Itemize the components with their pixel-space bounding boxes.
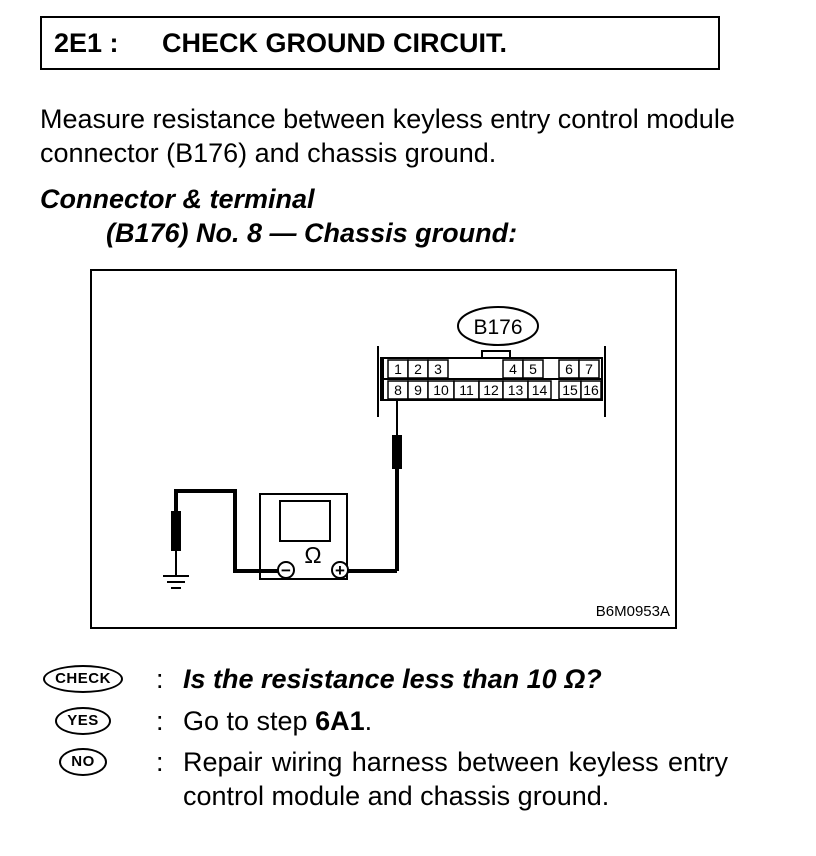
check-colon: :	[156, 664, 164, 694]
terminal-10: 10	[433, 382, 449, 398]
no-text: Repair wiring harness between keyless en…	[183, 747, 728, 811]
terminal-15: 15	[562, 382, 578, 398]
terminal-3: 3	[434, 361, 442, 377]
plus-terminal	[331, 561, 349, 579]
plus-symbol: +	[335, 561, 345, 580]
terminal-16-cell	[580, 380, 602, 400]
yes-text-suffix: .	[364, 706, 373, 736]
yes-badge: YES	[38, 705, 128, 737]
terminal-7: 7	[585, 361, 593, 377]
instruction-text: Measure resistance between keyless entry…	[40, 104, 735, 168]
step-header: 2E1 : CHECK GROUND CIRCUIT.	[40, 16, 720, 70]
step-title: CHECK GROUND CIRCUIT.	[162, 28, 508, 58]
yes-text: Go to step 6A1.	[183, 704, 728, 738]
ohmmeter: Ω − +	[259, 493, 349, 580]
connector-spec: Connector & terminal (B176) No. 8 — Chas…	[40, 182, 517, 250]
terminal-14-cell	[527, 380, 552, 400]
check-badge: CHECK	[38, 663, 128, 695]
yes-text-prefix: Go to step	[183, 706, 316, 736]
figure-id: B6M0953A	[596, 603, 670, 620]
yes-colon: :	[156, 706, 164, 736]
terminal-11: 11	[459, 382, 474, 398]
terminal-5: 5	[529, 361, 537, 377]
terminal-6: 6	[565, 361, 573, 377]
ground-lead	[171, 489, 278, 575]
ohm-symbol: Ω	[304, 542, 321, 568]
terminal-16: 16	[583, 382, 599, 398]
yes-badge-label: YES	[55, 707, 111, 735]
yes-step-ref: 6A1	[315, 706, 365, 736]
terminal-8: 8	[394, 382, 402, 398]
terminal-12: 12	[483, 382, 499, 398]
diagram-frame	[90, 269, 677, 629]
minus-symbol: −	[281, 561, 291, 580]
step-code: 2E1 :	[54, 28, 119, 58]
terminal-5-cell	[522, 359, 544, 379]
terminal-1: 1	[394, 361, 402, 377]
terminal-4: 4	[509, 361, 517, 377]
meter-display	[279, 500, 331, 542]
terminal-14: 14	[532, 382, 548, 398]
connector-label: B176	[473, 316, 522, 339]
terminal-9: 9	[414, 382, 422, 398]
spec-line-2: (B176) No. 8 — Chassis ground:	[106, 218, 518, 248]
chassis-ground-icon	[163, 575, 189, 589]
terminal-2: 2	[414, 361, 422, 377]
no-badge-label: NO	[59, 748, 107, 776]
check-badge-label: CHECK	[43, 665, 123, 693]
terminal-3-cell	[427, 359, 449, 379]
no-badge: NO	[38, 746, 128, 778]
terminal-7-cell	[578, 359, 600, 379]
no-colon: :	[156, 747, 164, 777]
check-question: Is the resistance less than 10 Ω?	[183, 664, 602, 694]
spec-line-1: Connector & terminal	[40, 184, 315, 214]
connector-b176	[377, 346, 606, 417]
terminal-13: 13	[508, 382, 524, 398]
positive-probe	[348, 400, 402, 573]
connector-label-oval	[457, 306, 539, 346]
